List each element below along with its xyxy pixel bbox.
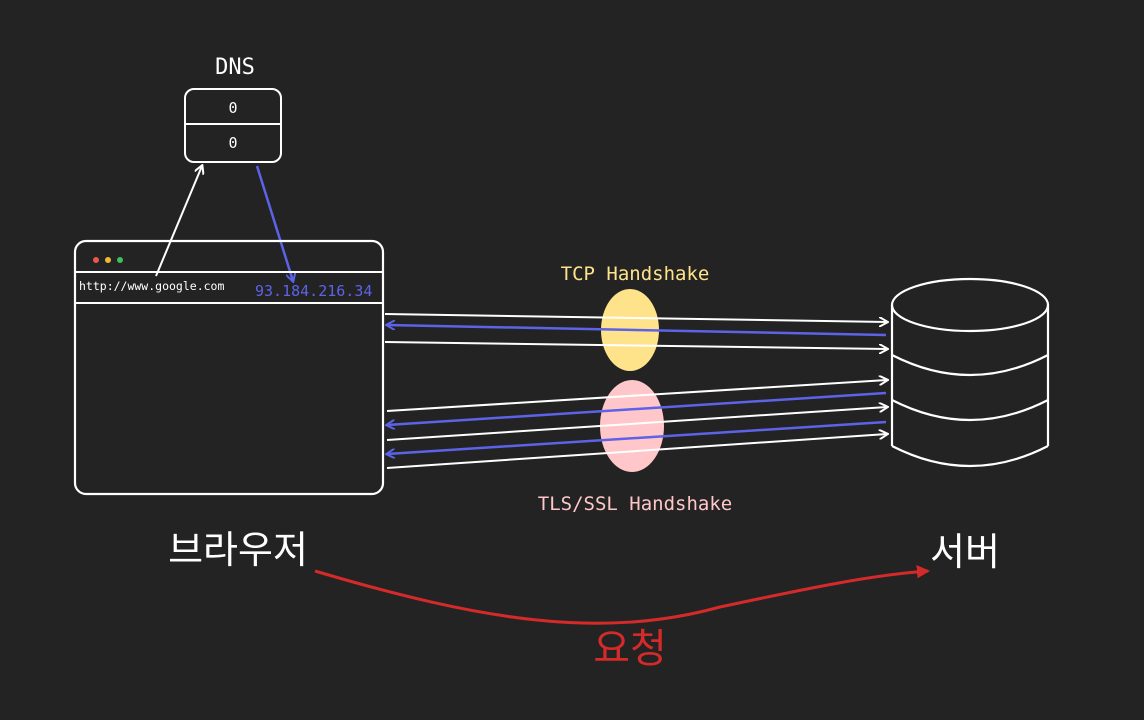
window-maximize-dot	[117, 257, 123, 263]
tls-handshake-blob	[600, 380, 664, 472]
window-minimize-dot	[105, 257, 111, 263]
dns-response-arrow	[255, 165, 293, 281]
browser-url: http://www.google.com	[79, 279, 224, 293]
tls-lines	[387, 380, 887, 469]
dns-query-arrow	[155, 166, 202, 277]
resolved-ip: 93.184.216.34	[255, 282, 372, 300]
server-label: 서버	[930, 530, 1000, 574]
window-close-dot	[93, 257, 99, 263]
request-label: 요청	[593, 626, 667, 672]
tcp-lines	[385, 313, 887, 349]
server-icon	[890, 277, 1050, 467]
browser-label: 브라우저	[168, 528, 308, 572]
browser-window: http://www.google.com 93.184.216.34	[73, 239, 385, 496]
dns-slot-2: 0	[228, 134, 237, 152]
dns-title: DNS	[215, 55, 255, 80]
dns-server-icon: 0 0	[184, 88, 282, 163]
request-arrow	[314, 571, 928, 625]
dns-slot-1: 0	[228, 99, 237, 117]
tcp-handshake-label: TCP Handshake	[561, 263, 710, 285]
tls-handshake-label: TLS/SSL Handshake	[538, 493, 732, 515]
